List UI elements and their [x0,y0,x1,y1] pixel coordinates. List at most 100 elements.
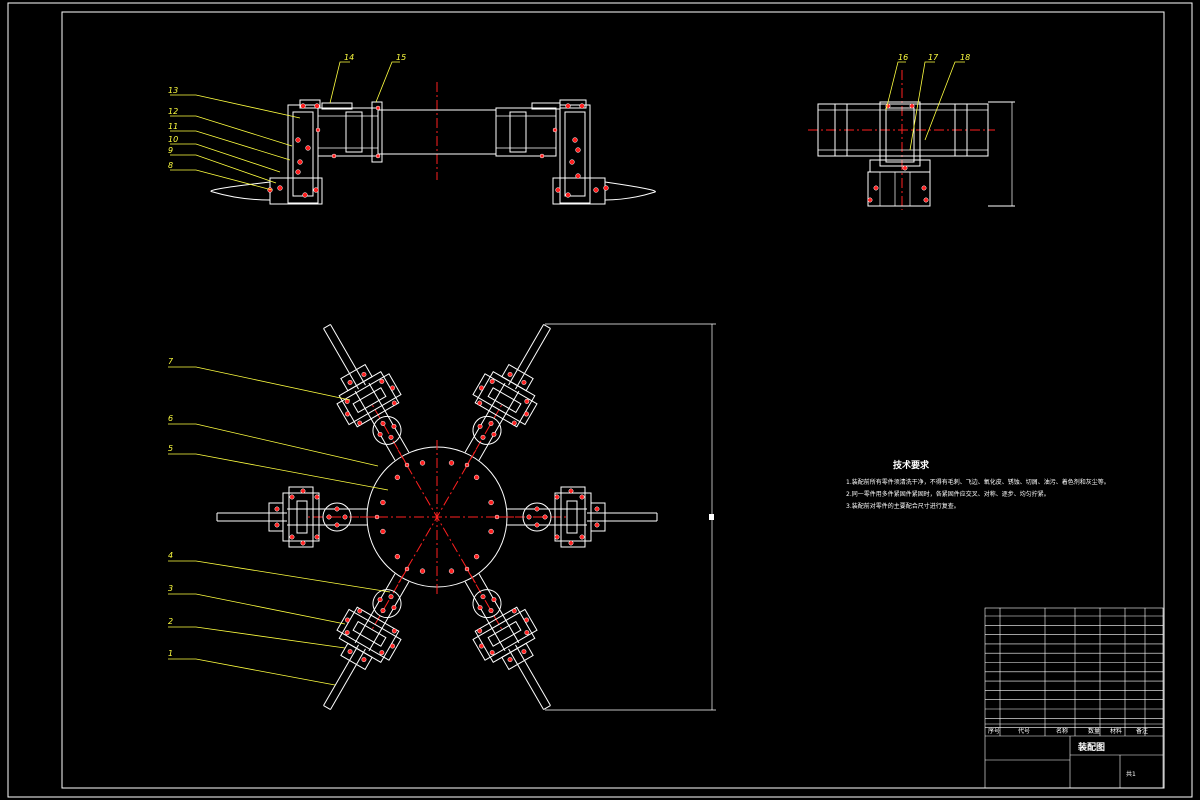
bolt-mark [477,628,483,634]
bolt-mark [542,514,548,520]
bolt-mark [300,488,306,494]
bom-header-3: 名称 [1056,727,1068,735]
bolt-mark [390,643,395,649]
bolt-mark [491,597,497,603]
outer-frame [7,2,1193,798]
plate-bolt [473,553,480,560]
bolt-mark [326,514,332,520]
bolt-mark [314,494,320,500]
plate-bolt [488,528,494,535]
top-label-12: 12 [168,107,178,116]
bolt-mark [289,494,295,500]
side-callout-18: 18 [960,53,970,62]
front-elevation-view [170,61,656,205]
bolt-mark [345,411,350,417]
bolt-mark [300,540,306,546]
bolt-mark [524,630,530,636]
plate-bolt [488,499,494,506]
bolt-mark [526,514,532,520]
bolt-mark [391,400,397,406]
gripper-arm [497,486,658,548]
title-block [984,607,1164,789]
bolt-mark [380,608,386,613]
bolt-mark [388,434,394,440]
plan-label-7: 7 [168,357,174,366]
plate-bolt [380,499,386,506]
gripper-arm [464,324,551,466]
bolt-mark [507,657,513,663]
bolt-mark [488,608,494,613]
bom-header-4: 数量 [1088,727,1100,735]
top-callout-14: 14 [344,53,354,62]
bolt-mark [388,594,394,600]
plate-bolt [374,514,380,520]
plate-bolt [394,553,401,560]
plate-bolt [464,462,470,468]
bolt-mark [347,649,353,655]
plan-label-4: 4 [168,551,173,560]
bolt-mark [477,400,483,406]
bolt-mark [289,534,295,540]
gripper-arm [464,568,551,710]
plan-label-6: 6 [168,414,173,423]
bolt-mark [391,423,397,429]
plate-bolt [494,514,500,520]
bolt-mark [507,371,513,377]
bolt-mark [274,506,280,512]
gripper-arm [323,568,410,710]
bolt-mark [524,617,529,623]
gripper-arm [216,486,377,548]
plate-bolt [419,568,426,574]
title-block-sheet: 共1 [1126,770,1136,778]
bolt-mark [524,411,529,417]
bolt-mark [380,421,386,426]
tech-req-item-2: 2.同一零件用多件紧固件紧固时，各紧固件应交叉、对称、逐步、均匀拧紧。 [846,490,1050,498]
bolt-mark [491,431,497,437]
plan-label-5: 5 [168,444,173,453]
bolt-mark [568,488,574,494]
plate-bolt [448,460,455,466]
top-label-13: 13 [168,86,178,95]
bolt-mark [390,385,395,391]
bolt-mark [489,378,495,384]
bolt-mark [480,594,486,600]
bolt-mark [554,534,560,540]
top-callout-15: 15 [396,53,406,62]
plan-view [168,323,716,711]
plan-label-3: 3 [168,584,173,593]
tech-req-item-3: 3.装配前对零件的主要配合尺寸进行复查。 [846,502,960,510]
top-label-8: 8 [168,161,173,170]
top-label-9: 9 [168,146,173,155]
plan-label-1: 1 [168,649,173,658]
bolt-mark [377,597,383,603]
bolt-mark [579,534,585,540]
plate-bolt [394,474,401,481]
bolt-mark [379,378,385,384]
bolt-mark [511,420,517,426]
bolt-mark [521,379,527,385]
plate-bolt [448,568,455,574]
bolt-mark [579,494,585,500]
bolt-mark [594,506,600,512]
gripper-arm [323,324,410,466]
bolt-mark [342,514,348,520]
bolt-mark [357,420,363,426]
bolt-mark [524,398,530,404]
bolt-mark [379,650,385,656]
bolt-mark [554,494,560,500]
side-callout-17: 17 [928,53,939,62]
bolt-mark [357,608,363,614]
bolt-mark [479,643,484,649]
tech-req-title: 技术要求 [893,459,930,471]
bom-header-1: 序号 [988,727,1000,735]
bolt-mark [361,371,367,377]
bolt-mark [568,540,574,546]
bolt-mark [480,434,486,440]
bolt-mark [489,650,495,656]
bom-header-2: 代号 [1018,727,1030,735]
bolt-mark [361,657,367,663]
plate-bolt [473,474,480,481]
bolt-mark [347,379,353,385]
bolt-mark [477,423,483,429]
